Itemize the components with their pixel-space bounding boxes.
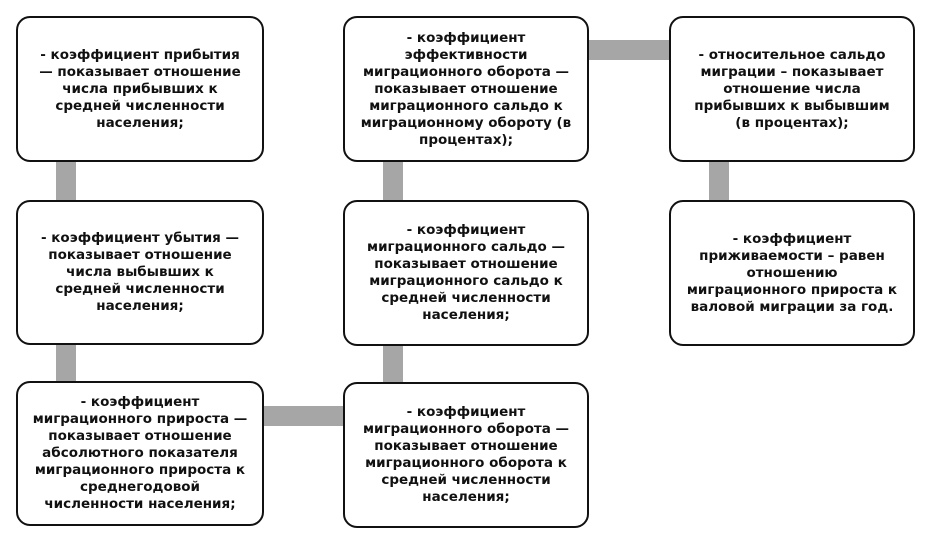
connector-arrival-departure xyxy=(56,160,76,202)
connector-departure-growth xyxy=(56,343,76,383)
box-migration-balance-coefficient: - коэффициент миграционного сальдо — пок… xyxy=(343,200,589,346)
box-arrival-coefficient: - коэффициент прибытия — показывает отно… xyxy=(16,16,264,162)
box-survival-text: - коэффициент приживаемости – равен отно… xyxy=(686,230,898,315)
box-migration-growth-coefficient: - коэффициент миграционного прироста — п… xyxy=(16,381,264,526)
box-migration-balance-text: - коэффициент миграционного сальдо — пок… xyxy=(367,222,565,323)
connector-efficiency-relative xyxy=(587,40,673,60)
connector-relative-survival xyxy=(709,160,729,202)
connector-turnover-balance xyxy=(383,344,403,384)
box-migration-growth-text: - коэффициент миграционного прироста — п… xyxy=(32,394,248,512)
box-relative-migration-balance: - относительное сальдо миграции – показы… xyxy=(669,16,915,162)
box-migration-turnover-coefficient: - коэффициент миграционного оборота — по… xyxy=(343,382,589,528)
box-turnover-efficiency-text: - коэффициент эффективности миграционног… xyxy=(360,29,572,148)
box-departure-text: - коэффициент убытия — показывает отноше… xyxy=(40,230,240,314)
box-relative-migration-balance-text: - относительное сальдо миграции – показы… xyxy=(694,46,890,131)
box-turnover-efficiency-coefficient: - коэффициент эффективности миграционног… xyxy=(343,16,589,162)
connector-balance-efficiency xyxy=(383,160,403,202)
box-arrival-text: - коэффициент прибытия — показывает отно… xyxy=(39,46,241,131)
box-migration-turnover-text: - коэффициент миграционного оборота — по… xyxy=(362,404,570,505)
connector-growth-turnover xyxy=(264,406,346,426)
box-departure-coefficient: - коэффициент убытия — показывает отноше… xyxy=(16,200,264,345)
box-survival-coefficient: - коэффициент приживаемости – равен отно… xyxy=(669,200,915,346)
